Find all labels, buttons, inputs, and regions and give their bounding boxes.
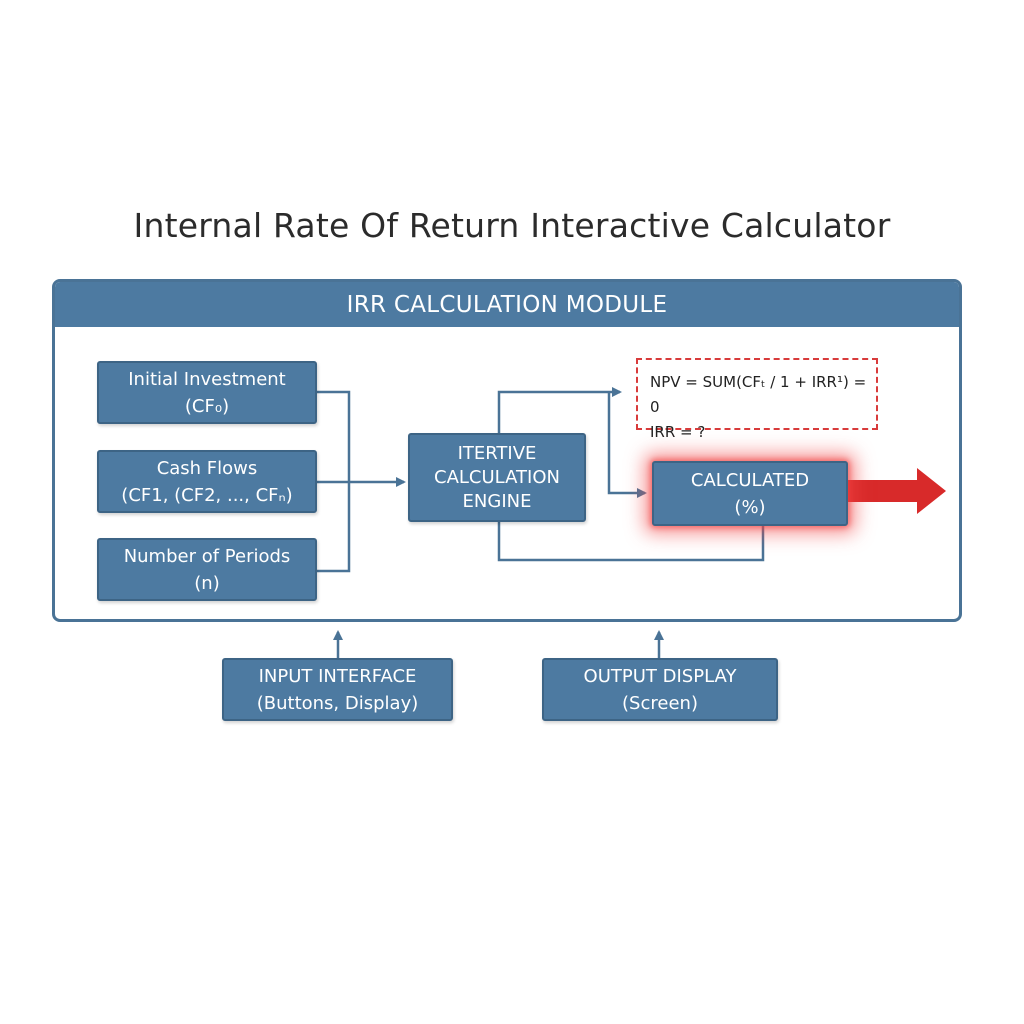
feedback-loop-line bbox=[497, 522, 765, 562]
engine-to-formula-arrow bbox=[497, 387, 622, 433]
number-of-periods-label: Number of Periods bbox=[123, 545, 291, 567]
calculated-result-box: CALCULATED (%) bbox=[652, 461, 848, 526]
cash-flows-label: Cash Flows bbox=[156, 457, 258, 479]
number-of-periods-box: Number of Periods (n) bbox=[97, 538, 317, 601]
initial-investment-box: Initial Investment (CF₀) bbox=[97, 361, 317, 424]
initial-investment-label: Initial Investment bbox=[128, 368, 286, 390]
output-display-sublabel: (Screen) bbox=[622, 692, 698, 714]
formula-line-1: NPV = SUM(CFₜ / 1 + IRR¹) = 0 bbox=[650, 373, 867, 416]
engine-line-3: ENGINE bbox=[462, 490, 532, 512]
output-display-label: OUTPUT DISPLAY bbox=[583, 665, 737, 687]
input-interface-box: INPUT INTERFACE (Buttons, Display) bbox=[222, 658, 453, 721]
result-output-arrow bbox=[848, 468, 946, 514]
engine-line-2: CALCULATION bbox=[434, 466, 560, 488]
cash-flows-sublabel: (CF1, (CF2, ..., CFₙ) bbox=[121, 484, 293, 506]
number-of-periods-sublabel: (n) bbox=[194, 572, 220, 594]
output-display-box: OUTPUT DISPLAY (Screen) bbox=[542, 658, 778, 721]
initial-investment-sublabel: (CF₀) bbox=[184, 395, 230, 417]
formula-to-calculated-arrow bbox=[607, 392, 647, 498]
engine-line-1: ITERTIVE bbox=[457, 442, 537, 464]
cash-flows-box: Cash Flows (CF1, (CF2, ..., CFₙ) bbox=[97, 450, 317, 513]
npv-formula-note: NPV = SUM(CFₜ / 1 + IRR¹) = 0 IRR = ? bbox=[636, 358, 878, 441]
calculated-label: CALCULATED bbox=[690, 469, 810, 491]
module-header: IRR CALCULATION MODULE bbox=[55, 282, 959, 327]
input-interface-label: INPUT INTERFACE bbox=[258, 665, 417, 687]
diagram-title: Internal Rate Of Return Interactive Calc… bbox=[133, 206, 891, 245]
iterative-engine-box: ITERTIVE CALCULATION ENGINE bbox=[408, 433, 586, 522]
input-bus-line bbox=[317, 390, 351, 573]
input-interface-sublabel: (Buttons, Display) bbox=[256, 692, 419, 714]
formula-line-2: IRR = ? bbox=[650, 423, 706, 441]
calculated-unit: (%) bbox=[734, 496, 766, 518]
